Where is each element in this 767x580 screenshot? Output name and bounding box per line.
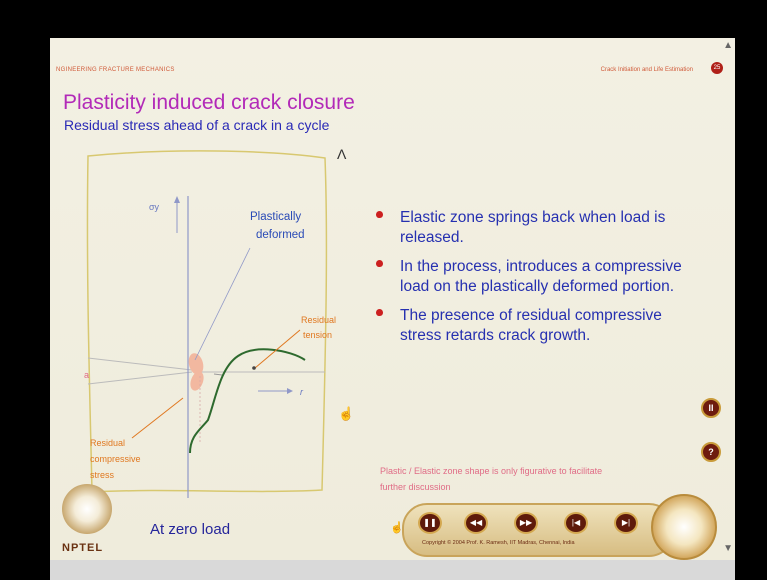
tension-point xyxy=(252,366,256,370)
pause-side-button[interactable]: II xyxy=(701,398,721,418)
tension-label-line1: Residual xyxy=(301,315,336,325)
crack-closure-diagram: σy r a Plastically deformed Residual ten… xyxy=(84,150,336,498)
plastic-label-line2: deformed xyxy=(256,229,305,241)
iit-crest-icon xyxy=(651,494,717,560)
diagram-caption: At zero load xyxy=(150,521,231,538)
rewind-icon[interactable]: ◀◀ xyxy=(464,512,488,534)
scroll-up-icon[interactable]: ▲ xyxy=(723,40,733,51)
figurative-note: Plastic / Elastic zone shape is only fig… xyxy=(380,466,603,492)
hand-cursor-icon: ☝ xyxy=(390,522,404,534)
nptel-brand: NPTEL xyxy=(62,542,104,554)
plastic-zone-upper xyxy=(188,353,204,375)
r-arrow-head xyxy=(287,388,293,394)
bullet-item: The presence of residual compressive str… xyxy=(372,306,682,346)
course-title: NGINEERING FRACTURE MECHANICS xyxy=(56,67,175,73)
plastic-zone-lower xyxy=(190,371,204,391)
first-slide-icon[interactable]: |◀ xyxy=(564,512,588,534)
bullet-item: In the process, introduces a compressive… xyxy=(372,257,682,297)
chapter-title: Crack Initiation and Life Estimation xyxy=(600,67,693,73)
compressive-pointer xyxy=(131,397,184,439)
plastic-label-line1: Plastically xyxy=(250,211,301,223)
bullet-list: Elastic zone springs back when load is r… xyxy=(372,208,682,355)
mouse-pointer-icon: ☝ xyxy=(338,406,355,421)
bullet-item: Elastic zone springs back when load is r… xyxy=(372,208,682,248)
sigma-arrow-head xyxy=(174,196,180,203)
slide: ▲ ▼ NGINEERING FRACTURE MECHANICS Crack … xyxy=(50,38,735,560)
tension-label-line2: tension xyxy=(303,330,332,340)
pause-icon[interactable]: ❚❚ xyxy=(418,512,442,534)
crack-lower-face xyxy=(87,371,193,385)
bullet-icon xyxy=(376,309,383,316)
bullet-text: Elastic zone springs back when load is r… xyxy=(400,209,666,246)
bottom-scrollbar[interactable] xyxy=(50,560,735,580)
compressive-label-line2: compressive xyxy=(90,454,141,464)
sigma-axis-label: σy xyxy=(149,202,160,212)
last-slide-icon[interactable]: ▶| xyxy=(614,512,638,534)
crack-length-label: a xyxy=(84,370,89,380)
r-axis-label: r xyxy=(300,387,304,397)
compressive-label-line1: Residual xyxy=(90,438,125,448)
plastic-pointer xyxy=(194,247,251,361)
scroll-down-icon[interactable]: ▼ xyxy=(723,543,733,554)
compressive-label-line3: stress xyxy=(90,470,115,480)
elastic-zone-boundary xyxy=(86,150,328,493)
bullet-text: In the process, introduces a compressive… xyxy=(400,258,682,295)
help-side-button[interactable]: ? xyxy=(701,442,721,462)
bullet-icon xyxy=(376,211,383,218)
forward-icon[interactable]: ▶▶ xyxy=(514,512,538,534)
dashed-guide-2 xyxy=(213,373,223,376)
page-number-badge: 25 xyxy=(711,62,723,74)
crack-upper-face xyxy=(87,357,193,371)
slide-subtitle: Residual stress ahead of a crack in a cy… xyxy=(64,117,330,133)
slide-title: Plasticity induced crack closure xyxy=(63,91,355,114)
navigation-bar: ❚❚ ◀◀ ▶▶ |◀ ▶| Copyright © 2004 Prof. K.… xyxy=(402,503,674,557)
bullet-icon xyxy=(376,260,383,267)
tension-pointer xyxy=(254,329,301,369)
nptel-logo-icon xyxy=(62,484,112,534)
residual-stress-curve xyxy=(189,348,306,454)
copyright-text: Copyright © 2004 Prof. K. Ramesh, IIT Ma… xyxy=(422,540,575,546)
lambda-mark: Λ xyxy=(337,146,347,162)
bullet-text: The presence of residual compressive str… xyxy=(400,307,662,344)
